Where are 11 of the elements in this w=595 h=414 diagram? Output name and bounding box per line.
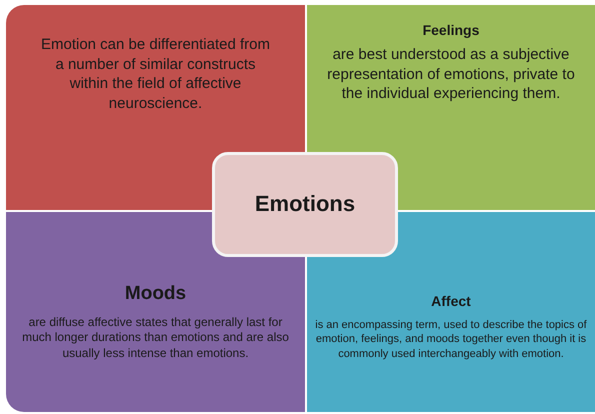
quadrant-heading: Feelings bbox=[422, 21, 480, 40]
quadrant-panel bbox=[307, 212, 595, 412]
quadrant-text: are best understood as a subjective representation of emotions, private to the individual experiencing them. bbox=[326, 45, 576, 104]
center-title: Emotions bbox=[254, 190, 356, 218]
center-box bbox=[212, 152, 398, 257]
quadrant-text: is an encompassing term, used to describe the topics of emotion, feelings, and moods together even though it is commonly used interchangeably with emotion. bbox=[314, 318, 588, 362]
quadrant-text: Emotion can be differentiated from a number of similar constructs within the field of affective neuroscience. bbox=[40, 35, 272, 113]
quadrant-text: are diffuse affective states that generally last for much longer durations than emotions and are also usually less intense than emotions. bbox=[21, 314, 290, 362]
quadrant-panel bbox=[6, 212, 305, 412]
quadrant-heading: Moods bbox=[124, 282, 186, 306]
quadrant-heading: Affect bbox=[431, 292, 471, 310]
